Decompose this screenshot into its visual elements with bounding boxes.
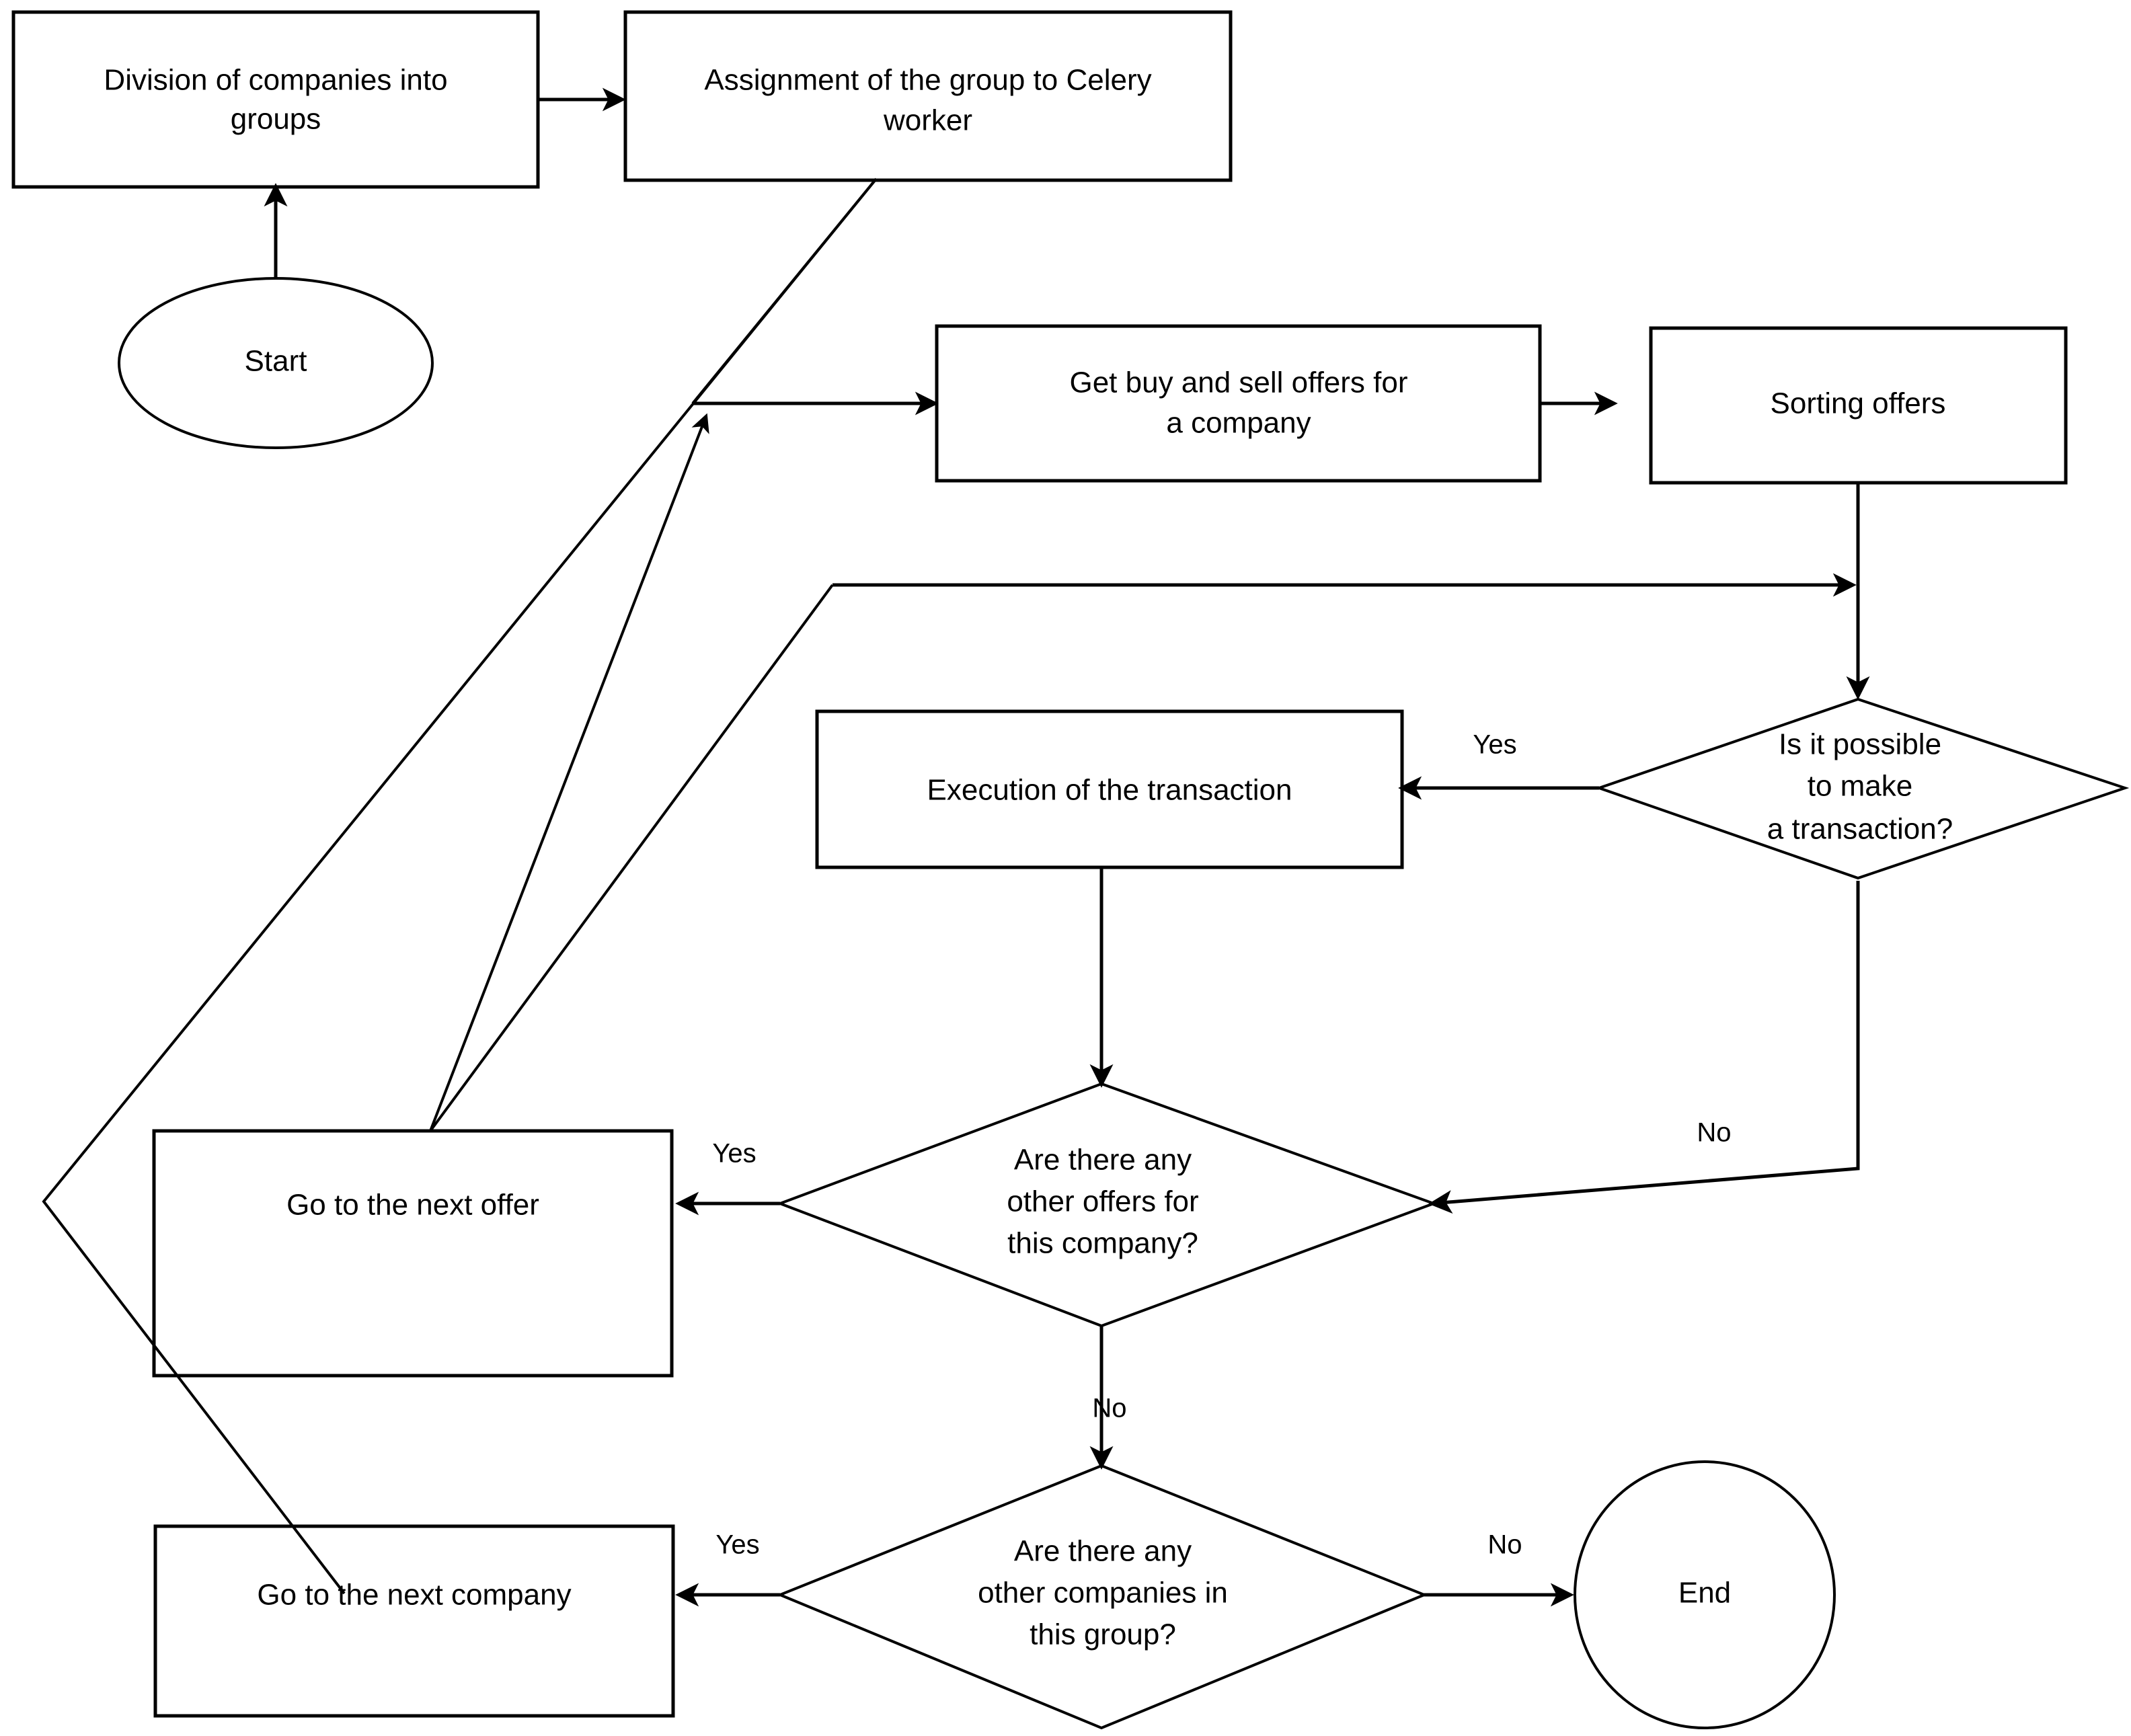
- node-next-company-label: Go to the next company: [257, 1579, 571, 1612]
- edge-label-offers-no: No: [1092, 1394, 1126, 1423]
- node-go-to-next-offer[interactable]: Go to the next offer: [152, 1129, 674, 1378]
- node-get-offers-label-line1: Get buy and sell offers for: [1069, 366, 1407, 399]
- edge-label-companies-no: No: [1487, 1530, 1522, 1560]
- node-possible-label-line2: to make: [1808, 770, 1913, 803]
- node-get-offers-label-line2: a company: [1166, 407, 1311, 440]
- node-other-companies-label-line3: this group?: [1030, 1618, 1176, 1651]
- node-execution-of-transaction[interactable]: Execution of the transaction: [815, 709, 1404, 869]
- node-possible-label-line1: Is it possible: [1779, 728, 1941, 761]
- node-assignment-label-line1: Assignment of the group to Celery: [704, 64, 1151, 97]
- node-end-label: End: [1678, 1577, 1731, 1610]
- node-go-to-next-company[interactable]: Go to the next company: [153, 1524, 675, 1718]
- node-other-offers-decision[interactable]: Are there any other offers for this comp…: [776, 1082, 1438, 1328]
- node-execution-label: Execution of the transaction: [927, 774, 1292, 807]
- edge-next-offer-loop: [429, 413, 709, 1132]
- node-sorting-offers-label: Sorting offers: [1771, 387, 1946, 420]
- node-assignment-to-celery-worker[interactable]: Assignment of the group to Celery worker: [623, 10, 1233, 182]
- node-start[interactable]: Start: [118, 277, 434, 449]
- node-division-label-line1: Division of companies into: [104, 64, 447, 97]
- node-other-offers-label-line3: this company?: [1007, 1227, 1198, 1260]
- node-get-offers[interactable]: Get buy and sell offers for a company: [935, 324, 1542, 483]
- node-other-companies-decision[interactable]: Are there any other companies in this gr…: [776, 1464, 1428, 1730]
- node-division-of-companies[interactable]: Division of companies into groups: [11, 10, 540, 189]
- node-next-offer-label: Go to the next offer: [286, 1189, 539, 1222]
- edge-assignment-to-get-offers: [691, 177, 939, 416]
- node-possible-label-line3: a transaction?: [1767, 813, 1953, 846]
- edge-next-company-loop: [42, 177, 878, 1595]
- edge-label-possible-no: No: [1697, 1118, 1731, 1148]
- node-other-companies-label-line1: Are there any: [1014, 1535, 1192, 1568]
- edge-decision-no-to-other-offers: [1428, 881, 1860, 1214]
- edge-label-possible-yes: Yes: [1473, 730, 1516, 760]
- node-other-offers-label-line1: Are there any: [1014, 1144, 1192, 1177]
- node-assignment-label-line2: worker: [883, 104, 972, 137]
- node-start-label: Start: [245, 345, 307, 378]
- edge-label-offers-yes: Yes: [712, 1139, 756, 1169]
- node-is-transaction-possible[interactable]: Is it possible to make a transaction?: [1594, 697, 2130, 880]
- node-other-offers-label-line2: other offers for: [1007, 1185, 1198, 1218]
- node-end[interactable]: End: [1574, 1460, 1836, 1729]
- edge-execution-return-loop: [429, 573, 1857, 1132]
- node-other-companies-label-line2: other companies in: [978, 1577, 1228, 1610]
- node-division-label-line2: groups: [231, 103, 321, 136]
- edge-label-companies-yes: Yes: [715, 1530, 759, 1560]
- node-sorting-offers[interactable]: Sorting offers: [1649, 326, 2068, 485]
